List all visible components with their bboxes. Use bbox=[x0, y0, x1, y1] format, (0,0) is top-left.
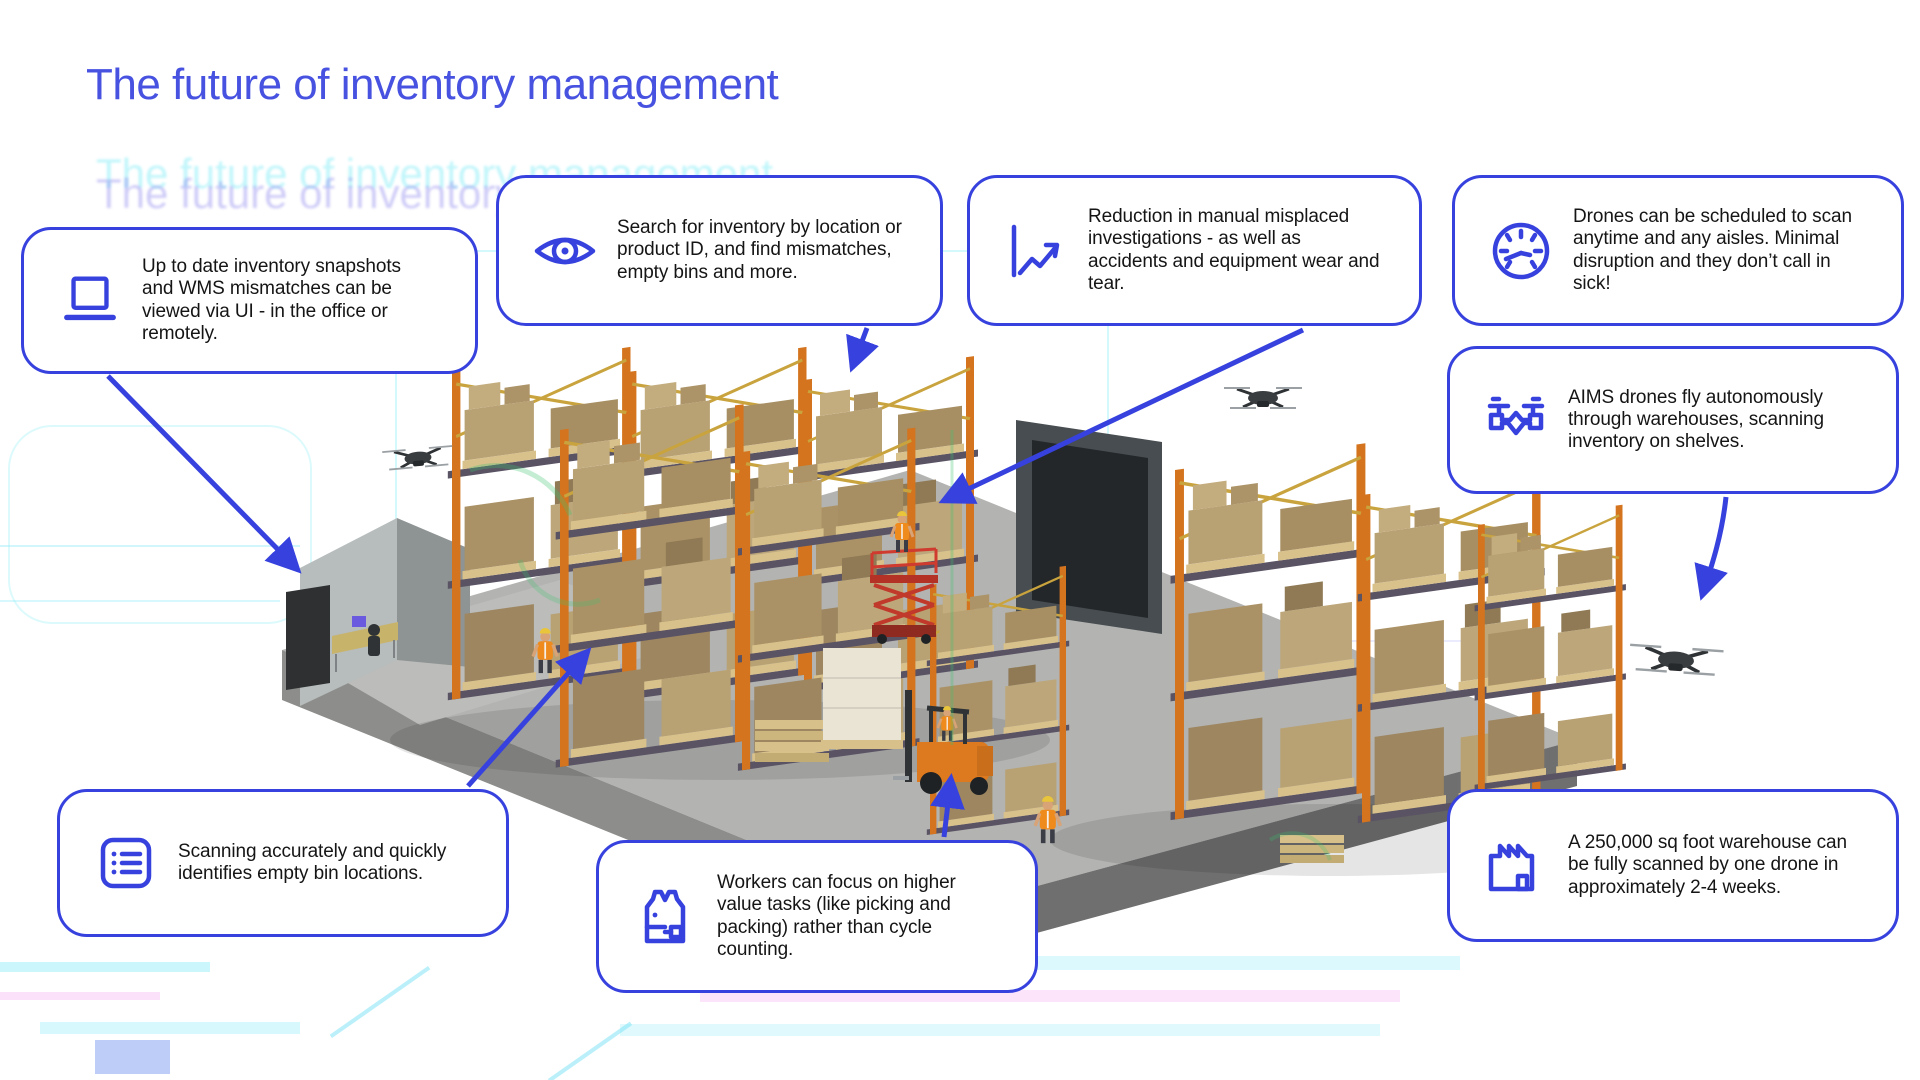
callout-text: Search for inventory by location or prod… bbox=[617, 217, 902, 283]
callout-text: A 250,000 sq foot warehouse can be fully… bbox=[1568, 832, 1847, 898]
forklift bbox=[893, 690, 993, 795]
callout-schedule: Drones can be scheduled to scan anytime … bbox=[1452, 175, 1904, 326]
callout-aims-drones: AIMS drones fly autonomously through war… bbox=[1447, 346, 1899, 494]
chart-icon bbox=[984, 219, 1088, 283]
drone-top bbox=[1222, 386, 1304, 410]
arrow-workers bbox=[930, 773, 965, 838]
callout-text: Scanning accurately and quickly identifi… bbox=[178, 840, 447, 884]
callout-text: Up to date inventory snapshots and WMS m… bbox=[142, 256, 401, 344]
drone-right bbox=[1626, 642, 1726, 678]
factory-icon bbox=[1464, 834, 1568, 898]
drone-icon bbox=[1464, 388, 1568, 452]
clock-icon bbox=[1469, 219, 1573, 283]
arrow-scanning bbox=[466, 647, 592, 788]
callout-empty-bins: Scanning accurately and quickly identifi… bbox=[57, 789, 509, 937]
page-title: The future of inventory management bbox=[86, 60, 779, 109]
callout-text: Workers can focus on higher value tasks … bbox=[717, 872, 956, 960]
drone-left bbox=[380, 444, 456, 472]
callout-text: Reduction in manual misplaced investigat… bbox=[1088, 206, 1380, 294]
scissor-lift bbox=[870, 509, 938, 644]
vest-icon bbox=[613, 885, 717, 949]
eye-icon bbox=[513, 219, 617, 283]
arrow-search bbox=[846, 327, 879, 373]
arrow-aims bbox=[1694, 496, 1729, 601]
office-corner bbox=[286, 518, 470, 706]
connector-arrows bbox=[106, 327, 1729, 838]
arrow-reduction bbox=[938, 327, 1305, 504]
loading-doorway bbox=[1016, 420, 1162, 634]
list-icon bbox=[74, 831, 178, 895]
callout-text: Drones can be scheduled to scan anytime … bbox=[1573, 206, 1852, 294]
callout-search-inventory: Search for inventory by location or prod… bbox=[496, 175, 943, 326]
callout-text: AIMS drones fly autonomously through war… bbox=[1568, 386, 1824, 453]
callout-inventory-snapshots: Up to date inventory snapshots and WMS m… bbox=[21, 227, 478, 374]
callout-warehouse-scan: A 250,000 sq foot warehouse can be fully… bbox=[1447, 789, 1899, 942]
callout-reduction: Reduction in manual misplaced investigat… bbox=[967, 175, 1422, 326]
callout-workers: Workers can focus on higher value tasks … bbox=[596, 840, 1038, 993]
laptop-icon bbox=[38, 270, 142, 332]
wrapped-pallet bbox=[821, 648, 903, 749]
loose-pallets bbox=[755, 648, 1344, 863]
arrow-office bbox=[106, 374, 302, 574]
